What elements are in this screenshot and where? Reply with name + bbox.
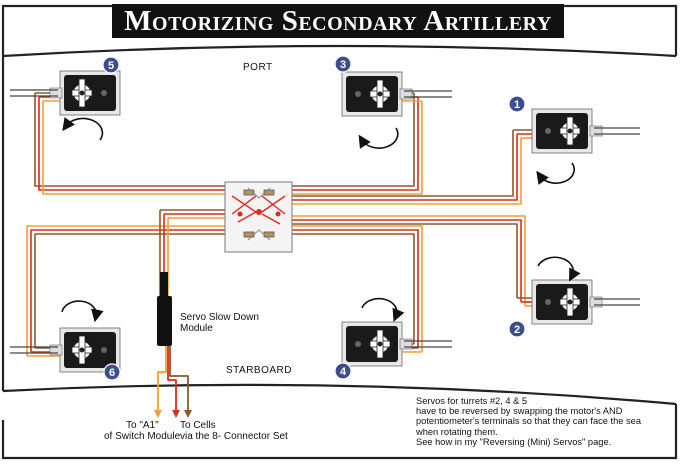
badge-6: 6 xyxy=(103,363,121,381)
badge-1-number: 1 xyxy=(514,99,520,111)
reversal-note: Servos for turrets #2, 4 & 5 have to be … xyxy=(416,396,678,447)
badge-2: 2 xyxy=(508,320,526,338)
servo-slow-down-module xyxy=(157,272,172,346)
diagram-title: Motorizing Secondary Artillery xyxy=(112,4,564,38)
note-line-5: See how in my "Reversing (Mini) Servos" … xyxy=(416,436,612,447)
note-line-1: Servos for turrets #2, 4 & 5 xyxy=(416,396,528,406)
badge-3: 3 xyxy=(334,55,352,73)
slow-down-module-line2: Module xyxy=(180,323,213,334)
gun-barrels xyxy=(10,89,640,354)
turret-servo-4 xyxy=(341,321,413,367)
badge-4: 4 xyxy=(334,362,352,380)
turret-servo-5 xyxy=(49,70,121,116)
port-label: PORT xyxy=(243,62,273,73)
output-arrows xyxy=(154,410,192,418)
badge-1: 1 xyxy=(508,95,526,113)
rotation-arrows xyxy=(61,117,581,323)
slow-down-module-line1: Servo Slow Down xyxy=(180,312,259,323)
badge-4-number: 4 xyxy=(340,366,347,378)
switch-output-line2: of Switch Module xyxy=(104,431,181,442)
wire-bundles xyxy=(26,92,535,410)
switch-output-label: To "A1" of Switch Module xyxy=(104,420,180,442)
turret-servo-2 xyxy=(531,279,603,325)
cells-output-label: To Cells via the 8- Connector Set xyxy=(180,420,288,442)
badge-2-number: 2 xyxy=(514,324,520,336)
junction-board xyxy=(224,181,293,253)
note-line-2: have to be reversed by swapping the moto… xyxy=(416,406,623,417)
starboard-label: STARBOARD xyxy=(226,365,292,376)
turret-badges: 1 2 3 4 5 6 xyxy=(102,55,526,381)
badge-3-number: 3 xyxy=(340,59,346,71)
hull-outline xyxy=(1,4,678,460)
badge-6-number: 6 xyxy=(109,367,115,379)
switch-output-line1: To "A1" xyxy=(126,420,159,431)
cells-output-line2: via the 8- Connector Set xyxy=(180,431,288,442)
cells-output-line1: To Cells xyxy=(180,420,216,431)
badge-5-number: 5 xyxy=(108,60,114,72)
slow-down-module-label: Servo Slow Down Module xyxy=(180,312,259,334)
turret-servo-1 xyxy=(531,108,603,154)
badge-5: 5 xyxy=(102,56,120,74)
note-line-3: potentiometer's terminals so that they c… xyxy=(416,416,642,427)
turret-servo-3 xyxy=(341,71,413,117)
note-line-4: when rotating them. xyxy=(416,426,498,437)
